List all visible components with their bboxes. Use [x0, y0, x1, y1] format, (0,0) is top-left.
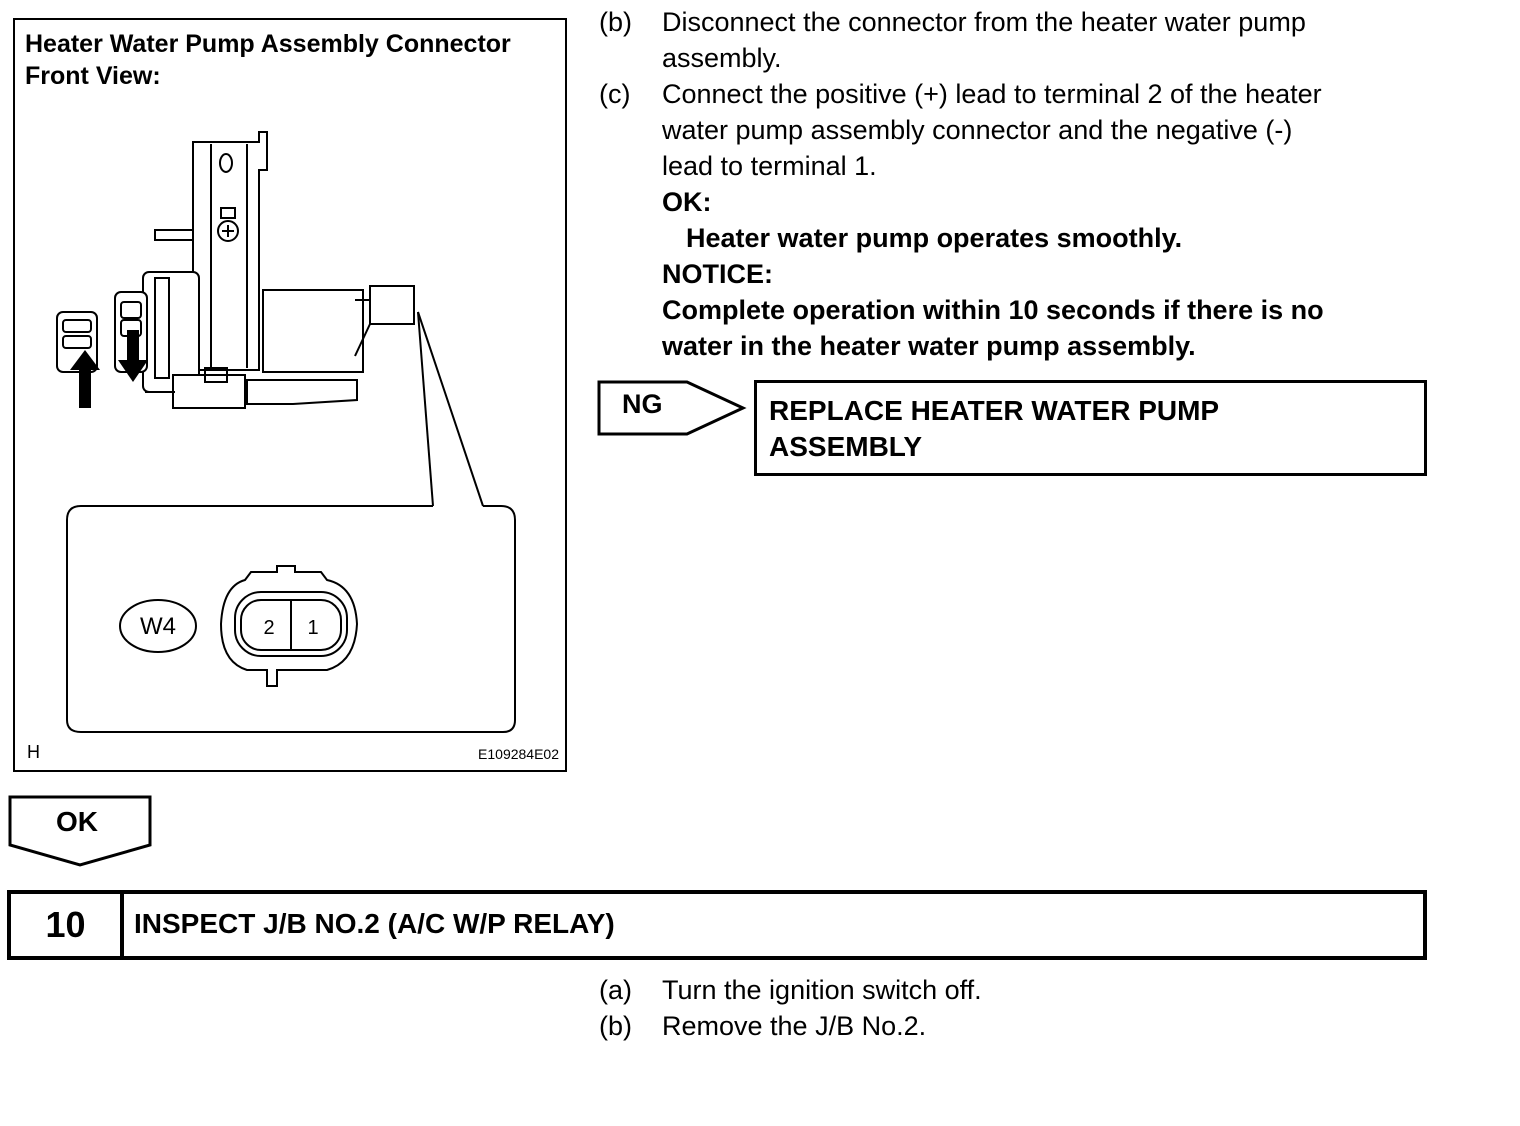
pump-motor [262, 289, 364, 373]
terminal-1-label: 1 [307, 617, 318, 639]
pump-diagram: W4 2 1 [56, 131, 516, 733]
figure-id: E109284E02 [478, 746, 559, 762]
notice-line2: water in the heater water pump assembly. [662, 331, 1196, 361]
step-c-line2: water pump assembly connector and the ne… [662, 115, 1293, 145]
flow-down-arrow-icon [118, 330, 148, 382]
step-c-line1: Connect the positive (+) lead to termina… [662, 79, 1322, 109]
step-b-line2: assembly. [662, 43, 782, 73]
connector-front-view [119, 565, 359, 687]
step-10-header: 10 INSPECT J/B NO.2 (A/C W/P RELAY) [7, 890, 1427, 960]
notice-heading: NOTICE: [662, 259, 773, 289]
flow-up-arrow-icon [70, 350, 100, 408]
terminal-2-label: 2 [263, 617, 274, 639]
step-10-a-letter: (a) [599, 975, 632, 1005]
flow-arrows [70, 330, 148, 408]
pump-connector [369, 285, 415, 325]
ng-arrow-icon [597, 380, 747, 436]
ok-label: OK [56, 806, 98, 837]
ng-label: NG [622, 389, 663, 419]
ng-result-line1: REPLACE HEATER WATER PUMP [769, 395, 1220, 426]
connector-figure: Heater Water Pump Assembly Connector Fro… [13, 18, 567, 772]
connector-outer-shell [219, 565, 359, 687]
step-10-a-text: Turn the ignition switch off. [662, 975, 982, 1005]
step-10-b-text: Remove the J/B No.2. [662, 1011, 927, 1041]
step-c-line3: lead to terminal 1. [662, 151, 877, 181]
ng-result-line2: ASSEMBLY [769, 431, 923, 462]
step-b-line1: Disconnect the connector from the heater… [662, 7, 1306, 37]
ok-arrow-icon [8, 795, 152, 867]
pump-bracket [192, 131, 268, 371]
step-c-letter: (c) [599, 79, 631, 109]
figure-title-line2: Front View: [25, 62, 161, 90]
connector-code-label: W4 [140, 613, 176, 640]
step-10-title: INSPECT J/B NO.2 (A/C W/P RELAY) [134, 908, 615, 939]
notice-line1: Complete operation within 10 seconds if … [662, 295, 1324, 325]
ok-text: Heater water pump operates smoothly. [686, 223, 1183, 253]
step-10-b-letter: (b) [599, 1011, 632, 1041]
step-10-number: 10 [11, 894, 124, 956]
figure-title-line1: Heater Water Pump Assembly Connector [25, 30, 511, 58]
ng-result-box: REPLACE HEATER WATER PUMP ASSEMBLY [754, 380, 1427, 476]
ok-heading: OK: [662, 187, 712, 217]
detail-callout [66, 505, 516, 733]
figure-corner-mark: H [27, 742, 40, 762]
connector-code-oval [119, 599, 197, 653]
step-b-letter: (b) [599, 7, 632, 37]
